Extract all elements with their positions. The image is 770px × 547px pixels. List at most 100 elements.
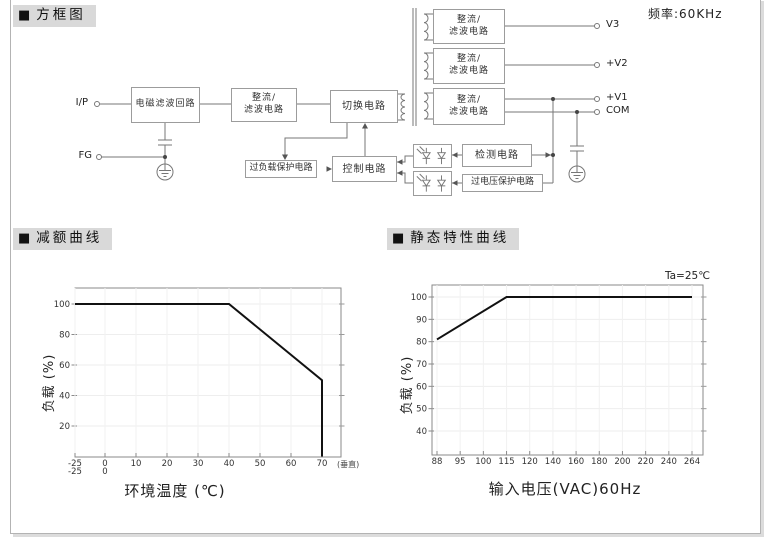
block-label: 整流/ (251, 93, 277, 104)
section-bullet-icon: ■ (18, 231, 31, 246)
x-tick-label-row2: -25 (68, 467, 82, 477)
x-tick-label: 95 (455, 457, 466, 467)
terminal-label-com: COM (606, 105, 630, 116)
y-tick-label: 100 (411, 293, 427, 303)
y-tick-label: 80 (59, 331, 70, 341)
section-title-label: 静态特性曲线 (410, 230, 510, 246)
block-rectifier-filter-primary: 整流/ 滤波电路 (231, 88, 297, 122)
terminal-ip (94, 101, 100, 107)
x-tick-label: 0 (102, 459, 107, 469)
block-label: 切换电路 (342, 101, 386, 112)
section-title-label: 减额曲线 (36, 230, 103, 246)
optocoupler-2-icon (413, 171, 452, 196)
y-tick-label: 60 (59, 361, 70, 371)
wire-arrowheads (282, 123, 551, 186)
block-label: 电磁滤波回路 (135, 99, 196, 110)
capacitor-icon (570, 145, 584, 152)
x-tick-label: 60 (286, 459, 297, 469)
derating-curve (75, 303, 323, 457)
block-label: 控制电路 (342, 163, 387, 175)
terminal-label-v2: +V2 (606, 58, 628, 69)
y-tick-label: 20 (59, 422, 70, 432)
transformer-primary-winding (400, 93, 406, 121)
y-tick-label: 50 (416, 405, 427, 415)
x-tick-label: 264 (684, 457, 700, 467)
block-label: 过负载保护电路 (249, 163, 313, 174)
block-emi-filter: 电磁滤波回路 (131, 87, 200, 123)
static-y-axis-title: 负载 (%) (400, 355, 415, 415)
block-label: 过电压保护电路 (470, 177, 534, 188)
block-rectifier-filter-v2: 整流/ 滤波电路 (433, 48, 505, 84)
y-tick-label: 60 (416, 382, 427, 392)
y-tick-label: 40 (59, 392, 70, 402)
static-curve (436, 296, 692, 341)
static-chart: 100 90 80 70 60 50 40 88 95 100 115 120 140 160 180 200… (411, 284, 707, 467)
wire-junction-dots (163, 97, 579, 159)
block-rectifier-filter-v3: 整流/ 滤波电路 (433, 9, 505, 44)
x-tick-label: 50 (255, 459, 266, 469)
x-tick-label: 70 (317, 459, 328, 469)
static-x-axis-title: 输入电压(VAC)60Hz (488, 480, 642, 498)
section-title-static: ■ 静态特性曲线 (387, 228, 520, 250)
transformer-secondary-winding (423, 13, 429, 41)
section-title-label: 方框图 (36, 7, 86, 23)
y-tick-label: 100 (54, 300, 70, 310)
y-tick-label: 40 (416, 427, 427, 437)
y-tick-label: 90 (416, 315, 427, 325)
block-label: 整流/ (456, 54, 482, 65)
block-control-circuit: 控制电路 (332, 156, 397, 182)
block-label: 整流/ (456, 14, 482, 25)
y-tick-label: 80 (416, 338, 427, 348)
section-title-derating: ■ 减额曲线 (13, 228, 113, 250)
terminal-v1 (594, 96, 600, 102)
block-label: 滤波电路 (448, 106, 489, 117)
static-annotation-ta: Ta=25℃ (664, 270, 710, 282)
ground-icon (156, 163, 174, 181)
derating-chart: 100 80 60 40 20 -25 0 10 20 30 40 50 60 70 -25 0 (54, 287, 345, 477)
derating-x-axis-title: 环境温度 (℃) (124, 482, 226, 500)
block-label: 整流/ (456, 94, 482, 105)
transformer-core (412, 8, 417, 126)
terminal-v2 (594, 62, 600, 68)
x-tick-label: 240 (661, 457, 677, 467)
block-overload-protection: 过负载保护电路 (245, 160, 317, 178)
block-label: 滤波电路 (448, 66, 489, 76)
x-tick-label: 200 (614, 457, 630, 467)
x-tick-label: 140 (545, 457, 561, 467)
block-label: 检测电路 (475, 150, 519, 161)
y-tick-label: 70 (416, 360, 427, 370)
block-detection-circuit: 检测电路 (462, 144, 532, 167)
x-tick-label: 88 (432, 457, 443, 467)
terminal-fg (96, 154, 102, 160)
x-tick-label: -25 (68, 459, 82, 469)
block-diagram-wires (100, 8, 595, 184)
x-tick-label: 30 (193, 459, 204, 469)
transformer-secondary-winding (423, 92, 429, 120)
terminal-label-fg: FG (78, 150, 92, 161)
block-label: 滤波电路 (243, 105, 284, 115)
terminal-circles (94, 23, 600, 160)
block-label: 滤波电路 (448, 26, 489, 37)
block-rectifier-filter-v1: 整流/ 滤波电路 (433, 88, 505, 125)
terminal-com (594, 109, 600, 115)
frequency-note: 频率:60KHz (648, 7, 723, 21)
terminal-label-v1: +V1 (606, 92, 628, 103)
terminal-label-input: I/P (75, 97, 88, 108)
x-tick-label: 115 (498, 457, 514, 467)
section-bullet-icon: ■ (392, 231, 405, 246)
optocoupler-1-icon (413, 144, 452, 168)
terminal-v3 (594, 23, 600, 29)
x-tick-label: 120 (522, 457, 538, 467)
x-tick-label-row2: 0 (102, 467, 107, 477)
section-bullet-icon: ■ (18, 8, 31, 23)
terminal-label-v3: V3 (606, 19, 620, 30)
x-tick-label: 160 (568, 457, 584, 467)
x-tick-label: 100 (475, 457, 491, 467)
x-tick-label: 10 (131, 459, 142, 469)
x-tick-label: 20 (162, 459, 173, 469)
ground-icon (568, 165, 586, 183)
x-tick-label: 180 (591, 457, 607, 467)
x-tick-label: 40 (224, 459, 235, 469)
derating-y-axis-title: 负载 (%) (42, 353, 57, 413)
